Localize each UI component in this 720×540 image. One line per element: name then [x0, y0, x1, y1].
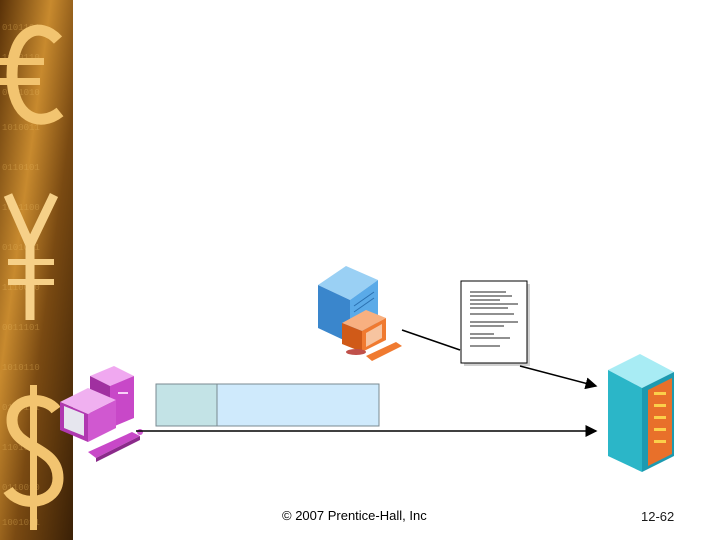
- svg-text:1101001: 1101001: [2, 443, 40, 453]
- workstation-icon: [318, 266, 402, 361]
- yen-icon: [3, 193, 59, 320]
- svg-text:0101011: 0101011: [2, 243, 40, 253]
- server-icon: [608, 354, 674, 472]
- workstation-to-document-line: [401, 329, 461, 351]
- svg-text:0110010: 0110010: [2, 483, 40, 493]
- svg-text:1010110: 1010110: [2, 363, 40, 373]
- euro-icon: [0, 24, 64, 125]
- document-to-server-arrow: [519, 365, 598, 390]
- svg-text:1010011: 1010011: [2, 123, 40, 133]
- svg-text:1110010: 1110010: [2, 283, 40, 293]
- svg-text:0110101: 0110101: [2, 163, 40, 173]
- slide-number: 12-62: [641, 509, 675, 524]
- message-body-cell: [216, 383, 380, 427]
- copyright-text: © 2007 Prentice-Hall, Inc: [282, 508, 427, 523]
- message-header-cell: [155, 383, 218, 427]
- svg-text:0101101: 0101101: [2, 23, 40, 33]
- document-icon: [460, 280, 530, 366]
- svg-text:1001011: 1001011: [2, 518, 40, 528]
- svg-text:1001100: 1001100: [2, 203, 40, 213]
- svg-text:0011101: 0011101: [2, 323, 40, 333]
- message-box: [155, 383, 380, 427]
- dollar-icon: [3, 385, 64, 530]
- client-computer-icon: [60, 366, 143, 462]
- svg-text:0011010: 0011010: [2, 88, 40, 98]
